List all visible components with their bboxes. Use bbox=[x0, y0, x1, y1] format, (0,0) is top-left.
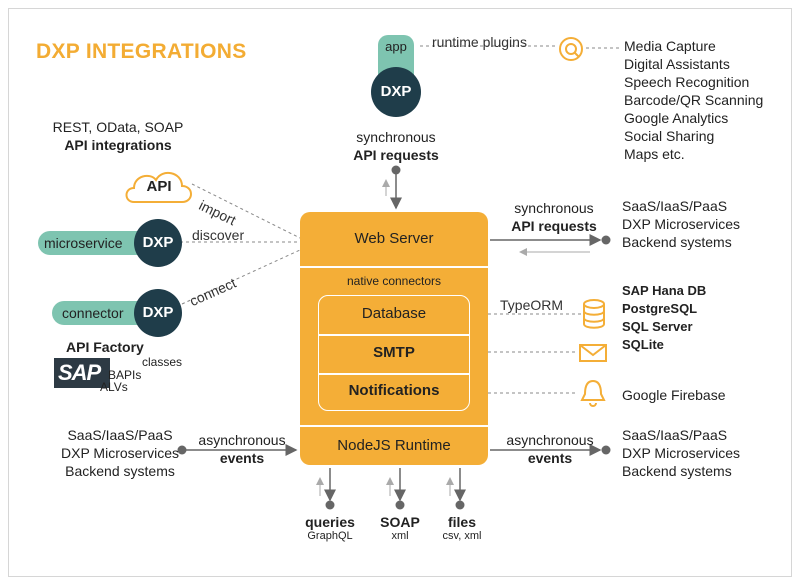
plugin-icon bbox=[559, 37, 583, 61]
right-async-label: asynchronous events bbox=[500, 431, 600, 467]
discover-label: discover bbox=[192, 227, 245, 243]
divider bbox=[300, 425, 488, 427]
top-dxp-badge: DXP bbox=[371, 67, 421, 117]
microservice-dxp-badge: DXP bbox=[134, 219, 182, 267]
plugins-list: Media Capture Digital Assistants Speech … bbox=[624, 37, 763, 163]
plugin-item: Barcode/QR Scanning bbox=[624, 92, 764, 108]
sap-alvs: ALVs bbox=[100, 380, 128, 394]
plugin-item: Digital Assistants bbox=[624, 56, 730, 72]
api-integrations-label: REST, OData, SOAP API integrations bbox=[48, 118, 188, 154]
plugin-item: Speech Recognition bbox=[624, 74, 750, 90]
left-async-line2: events bbox=[219, 450, 265, 466]
right-async-targets: SaaS/IaaS/PaaS DXP Microservices Backend… bbox=[622, 426, 740, 480]
database-item: SQL Server bbox=[622, 319, 693, 334]
smtp-label: SMTP bbox=[373, 344, 415, 361]
connect-line bbox=[181, 249, 301, 305]
database-label: Database bbox=[361, 305, 427, 322]
queries-title: queries bbox=[305, 514, 355, 530]
bell-icon bbox=[580, 379, 606, 407]
runtime-plugins-label: runtime plugins bbox=[432, 34, 527, 50]
sap-classes: classes bbox=[142, 355, 183, 369]
sap-logo-text: SAP bbox=[58, 360, 101, 385]
web-server-label: Web Server bbox=[354, 230, 434, 247]
mail-icon bbox=[579, 344, 607, 362]
target-item: DXP Microservices bbox=[622, 216, 740, 232]
divider bbox=[300, 266, 488, 268]
import-line bbox=[191, 183, 301, 239]
target-item: SaaS/IaaS/PaaS bbox=[622, 198, 728, 214]
right-async-line2: events bbox=[527, 450, 573, 466]
plugin-item: Media Capture bbox=[624, 38, 716, 54]
left-async-label: asynchronous events bbox=[192, 431, 292, 467]
page-title: DXP INTEGRATIONS bbox=[36, 40, 247, 63]
soap-title: SOAP bbox=[380, 514, 420, 530]
runtime-container bbox=[300, 212, 488, 465]
node-runtime-label: NodeJS Runtime bbox=[337, 437, 451, 454]
database-item: SQLite bbox=[622, 337, 664, 352]
source-item: Backend systems bbox=[65, 463, 175, 479]
api-factory-label: API Factory bbox=[66, 339, 144, 355]
source-item: DXP Microservices bbox=[61, 445, 179, 461]
top-sync-label: synchronous API requests bbox=[340, 128, 452, 164]
api-int-line2: API integrations bbox=[64, 137, 172, 153]
diagram-frame bbox=[8, 8, 792, 577]
sap-bapis: BAPIs bbox=[108, 368, 142, 382]
database-item: PostgreSQL bbox=[622, 301, 698, 316]
target-item: SaaS/IaaS/PaaS bbox=[622, 427, 728, 443]
right-sync-line2: API requests bbox=[511, 218, 597, 234]
typeorm-label: TypeORM bbox=[500, 297, 564, 313]
divider bbox=[319, 334, 469, 336]
api-int-line1: REST, OData, SOAP bbox=[52, 119, 184, 135]
right-sync-targets: SaaS/IaaS/PaaS DXP Microservices Backend… bbox=[622, 197, 740, 251]
notifications-label: Notifications bbox=[348, 382, 440, 399]
target-item: Backend systems bbox=[622, 234, 732, 250]
queries-sub: GraphQL bbox=[307, 530, 353, 542]
database-list: SAP Hana DB PostgreSQL SQL Server SQLite bbox=[622, 282, 706, 354]
top-sync-line1: synchronous bbox=[356, 129, 436, 145]
api-cloud-label: API bbox=[146, 178, 172, 195]
right-sync-label: synchronous API requests bbox=[500, 199, 608, 235]
right-async-line1: asynchronous bbox=[506, 432, 594, 448]
soap-sub: xml bbox=[391, 530, 409, 542]
firebase-label: Google Firebase bbox=[622, 387, 726, 403]
plugin-item: Google Analytics bbox=[624, 110, 729, 126]
files-sub: csv, xml bbox=[442, 530, 482, 542]
connectors-box bbox=[318, 295, 470, 411]
target-item: DXP Microservices bbox=[622, 445, 740, 461]
top-sync-line2: API requests bbox=[353, 147, 439, 163]
queries-label: queries GraphQL bbox=[300, 514, 360, 542]
plugin-item: Maps etc. bbox=[624, 146, 685, 162]
sap-logo: SAP bbox=[54, 358, 110, 388]
api-cloud-icon bbox=[125, 171, 192, 203]
soap-label: SOAP xml bbox=[375, 514, 425, 542]
database-item: SAP Hana DB bbox=[622, 283, 707, 298]
plugin-item: Social Sharing bbox=[624, 128, 715, 144]
right-sync-line1: synchronous bbox=[514, 200, 594, 216]
left-async-sources: SaaS/IaaS/PaaS DXP Microservices Backend… bbox=[50, 426, 190, 480]
target-item: Backend systems bbox=[622, 463, 732, 479]
files-label: files csv, xml bbox=[432, 514, 492, 542]
source-item: SaaS/IaaS/PaaS bbox=[67, 427, 173, 443]
files-title: files bbox=[447, 514, 476, 530]
native-connectors-label: native connectors bbox=[346, 274, 442, 288]
database-icon bbox=[583, 299, 605, 329]
left-async-line1: asynchronous bbox=[198, 432, 286, 448]
connector-dxp-badge: DXP bbox=[134, 289, 182, 337]
divider bbox=[319, 373, 469, 375]
